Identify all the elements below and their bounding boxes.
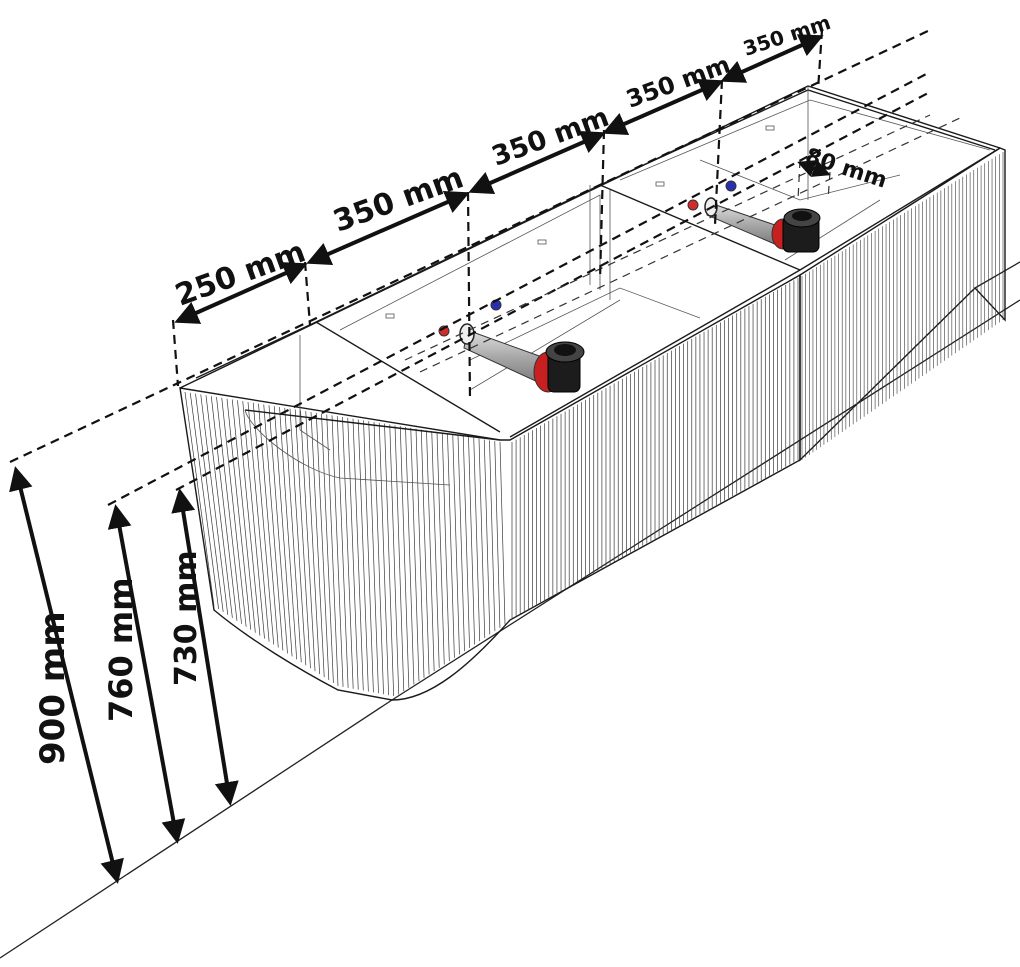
dim-arrow-w2: [306, 190, 470, 266]
width-label-w4: 350 mm: [622, 50, 734, 113]
right-fluted-panel: [799, 147, 1006, 462]
front-fluted-panel: [179, 273, 801, 701]
plumbing-right: [687, 180, 821, 253]
cold-water-valve-right: [725, 180, 737, 192]
height-label-h1: 900 mm: [33, 611, 73, 765]
cabinet: [179, 85, 1006, 701]
dim-arrow-w1: [174, 262, 308, 324]
plumbing-left: [438, 299, 585, 393]
hot-water-valve-right: [687, 199, 699, 211]
width-label-w1: 250 mm: [171, 234, 310, 313]
dim-arrow-w3: [468, 131, 606, 194]
siphon-right: [771, 208, 821, 253]
siphon-left: [533, 341, 585, 393]
drain-pipe-right: [706, 202, 779, 246]
dim-arrow-h3: [171, 488, 239, 806]
dim-arrow-w4: [602, 79, 724, 135]
dim-arrow-w6: [797, 160, 831, 177]
flute-lines: [184, 278, 799, 697]
width-label-w3: 350 mm: [488, 102, 613, 173]
mounting-marks: [385, 125, 775, 319]
right-flute-lines: [801, 152, 1004, 460]
dimension-arrows: [9, 34, 831, 884]
extension-lines: [9, 29, 961, 506]
drain-pipe-left: [463, 329, 543, 384]
top-outline: [179, 85, 1001, 486]
height-label-h3: 730 mm: [169, 550, 204, 686]
height-label-h2: 760 mm: [102, 577, 140, 722]
dim-arrow-h1: [9, 466, 124, 884]
width-label-w2: 350 mm: [329, 160, 468, 239]
dim-arrow-h2: [107, 504, 186, 844]
dim-arrow-w5: [720, 34, 824, 83]
